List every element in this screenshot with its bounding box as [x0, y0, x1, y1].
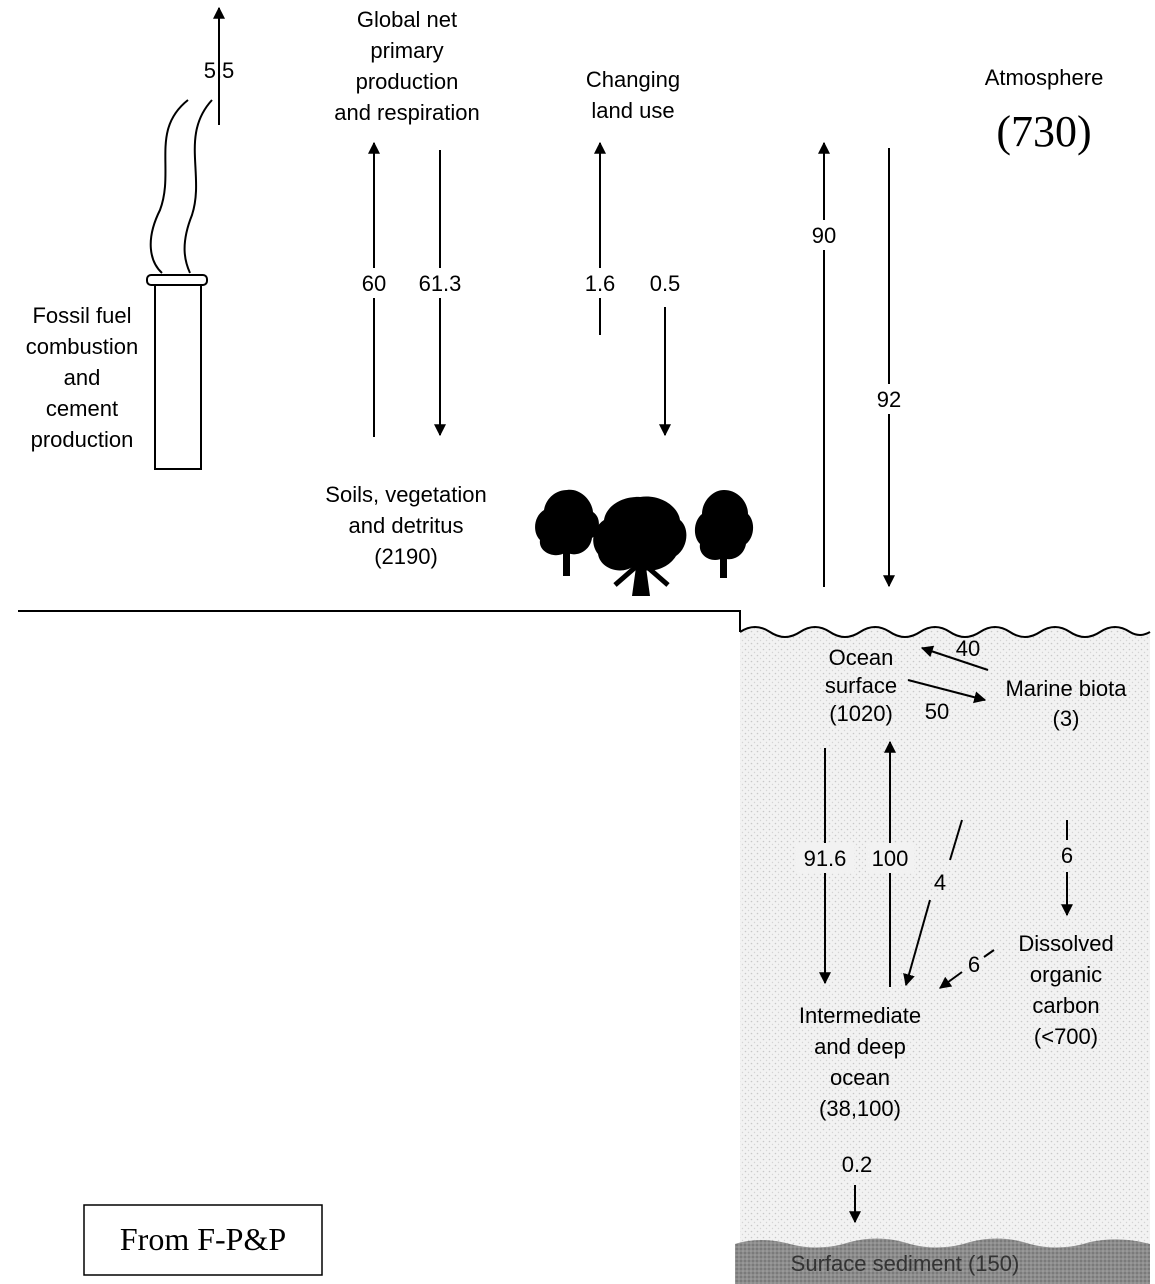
- source-note-text: From F-P&P: [120, 1221, 286, 1257]
- source-note: From F-P&P: [83, 1204, 323, 1276]
- ocean-body: [739, 626, 1151, 1284]
- land-down-value: 0.5: [650, 271, 681, 296]
- smokestack-icon: [146, 99, 213, 470]
- biota-to-surface-arrow: [920, 645, 989, 671]
- land-up-value: 1.6: [585, 271, 616, 296]
- svg-text:(38,100): (38,100): [819, 1096, 901, 1121]
- ocean-down-value: 92: [877, 387, 901, 412]
- svg-text:Changing: Changing: [586, 67, 680, 92]
- surface-to-biota-arrow: [907, 679, 987, 704]
- svg-text:surface: surface: [825, 673, 897, 698]
- svg-text:production: production: [356, 69, 459, 94]
- svg-text:(<700): (<700): [1034, 1024, 1098, 1049]
- biota-to-deep-arrow: [903, 899, 931, 987]
- doc-to-deep-arrow: [939, 971, 963, 989]
- svg-text:carbon: carbon: [1032, 993, 1099, 1018]
- surface-sediment-label: Surface sediment (150): [791, 1251, 1020, 1276]
- doc-to-deep-arrow-tail: [983, 949, 995, 958]
- deep-ocean-label: Intermediate and deep ocean (38,100): [799, 1003, 921, 1121]
- svg-text:Intermediate: Intermediate: [799, 1003, 921, 1028]
- surface-sediment-band: [735, 1238, 1150, 1284]
- svg-text:(1020): (1020): [829, 701, 893, 726]
- svg-text:land use: land use: [591, 98, 674, 123]
- deep-to-sediment-value: 0.2: [842, 1152, 873, 1177]
- svg-text:ocean: ocean: [830, 1065, 890, 1090]
- svg-text:Soils, vegetation: Soils, vegetation: [325, 482, 486, 507]
- trees-icon: [535, 489, 754, 596]
- svg-text:combustion: combustion: [26, 334, 139, 359]
- svg-text:and respiration: and respiration: [334, 100, 480, 125]
- biota-to-surface-value: 40: [956, 636, 980, 661]
- biota-to-deep-arrow-top: [949, 819, 963, 861]
- svg-text:Ocean: Ocean: [829, 645, 894, 670]
- deep-to-surface-value: 100: [872, 846, 909, 871]
- svg-text:and deep: and deep: [814, 1034, 906, 1059]
- svg-text:and: and: [64, 365, 101, 390]
- flux-arrows: [213, 6, 1073, 1224]
- biota-to-doc-value: 6: [1061, 843, 1073, 868]
- fossil-label: Fossil fuel combustion and cement produc…: [26, 303, 139, 452]
- dissolved-organic-carbon-label: Dissolved organic carbon (<700): [1018, 931, 1113, 1049]
- doc-to-deep-value: 6: [968, 952, 980, 977]
- npp-label: Global net primary production and respir…: [334, 7, 480, 125]
- atmosphere-value: (730): [996, 107, 1091, 156]
- fossil-emission-value: 5.5: [204, 58, 235, 83]
- surface-to-biota-value: 50: [925, 699, 949, 724]
- biota-to-deep-value: 4: [934, 870, 946, 895]
- svg-text:Dissolved: Dissolved: [1018, 931, 1113, 956]
- npp-down-value: 61.3: [419, 271, 462, 296]
- soils-label: Soils, vegetation and detritus (2190): [325, 482, 486, 569]
- flux-labels: 5.5 60 61.3 1.6 0.5 90 92 40 50 91.6 100…: [204, 58, 1073, 1177]
- svg-text:primary: primary: [370, 38, 443, 63]
- svg-text:(3): (3): [1053, 706, 1080, 731]
- svg-text:Global net: Global net: [357, 7, 457, 32]
- svg-text:and detritus: and detritus: [349, 513, 464, 538]
- svg-text:cement: cement: [46, 396, 118, 421]
- svg-text:Marine biota: Marine biota: [1005, 676, 1127, 701]
- surface-to-deep-value: 91.6: [804, 846, 847, 871]
- land-use-label: Changing land use: [586, 67, 680, 123]
- svg-text:(2190): (2190): [374, 544, 438, 569]
- npp-up-value: 60: [362, 271, 386, 296]
- svg-text:Fossil fuel: Fossil fuel: [32, 303, 131, 328]
- ocean-up-value: 90: [812, 223, 836, 248]
- svg-text:organic: organic: [1030, 962, 1102, 987]
- land-surface-line: [18, 610, 741, 632]
- ocean-surface-label: Ocean surface (1020): [825, 645, 897, 726]
- marine-biota-label: Marine biota (3): [1005, 676, 1127, 731]
- svg-text:production: production: [31, 427, 134, 452]
- atmosphere-label: Atmosphere: [985, 65, 1104, 90]
